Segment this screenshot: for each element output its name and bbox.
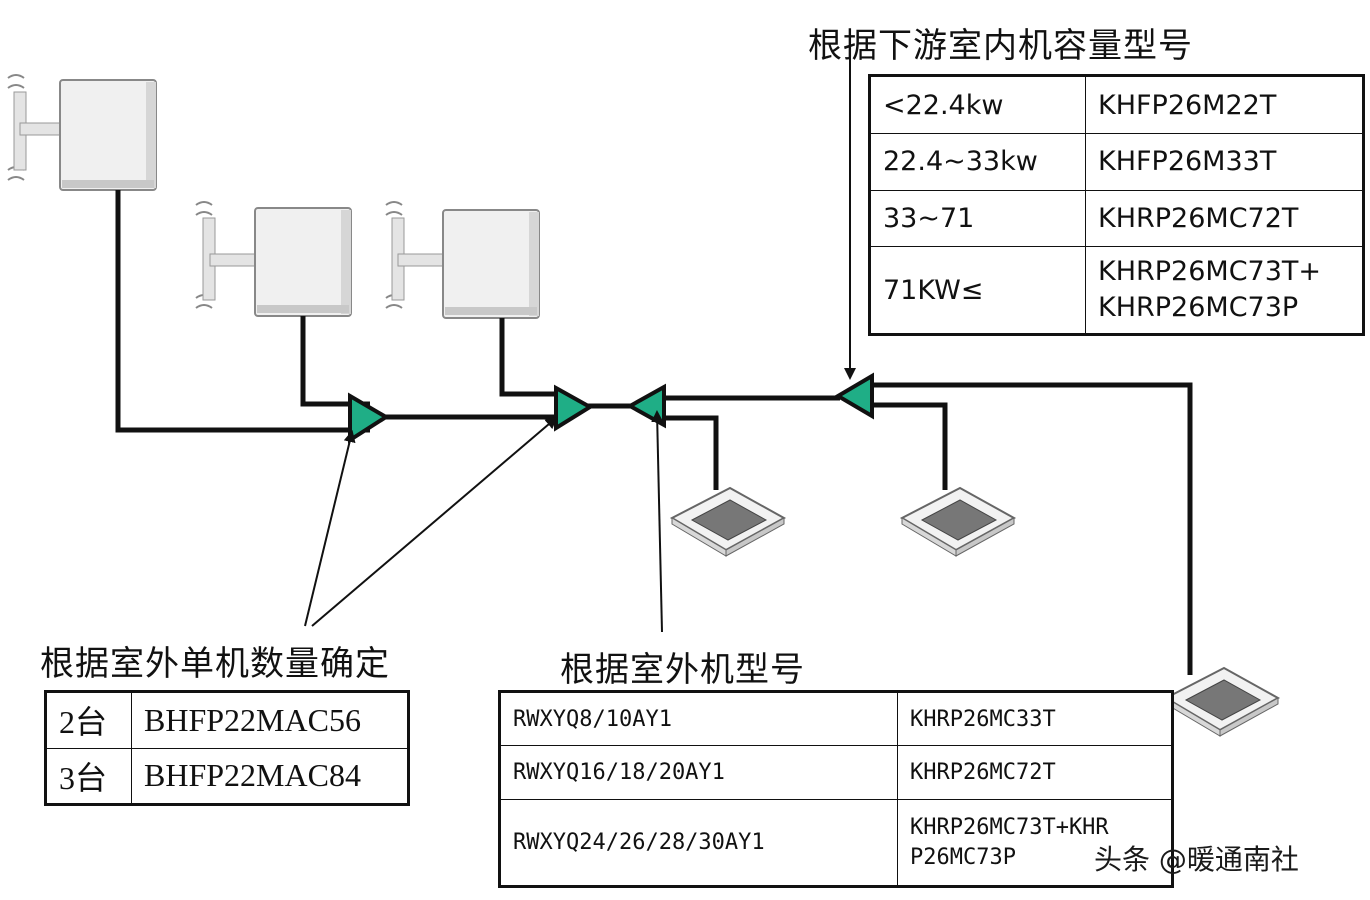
refnet-joint-icon	[834, 372, 874, 420]
capacity-cell: 71KW≤	[869, 246, 1086, 335]
capacity-cell: 22.4~33kw	[869, 133, 1086, 191]
callout-arrow	[304, 38, 856, 633]
outdoor-model-cell: RWXYQ24/26/28/30AY1	[499, 799, 898, 887]
table-row: 3台 BHFP22MAC84	[45, 747, 409, 805]
outdoor-model-table: RWXYQ8/10AY1 KHRP26MC33T RWXYQ16/18/20AY…	[498, 690, 1174, 888]
ceiling-cassette-icon	[1163, 666, 1281, 737]
table-row: 2台 BHFP22MAC56	[45, 691, 409, 749]
downstream-capacity-table: <22.4kw KHFP26M22T 22.4~33kw KHFP26M33T …	[868, 74, 1365, 336]
joint-model-cell: KHRP26MC33T	[897, 691, 1173, 746]
downstream-capacity-heading: 根据下游室内机容量型号	[808, 26, 1193, 66]
count-cell: 2台	[45, 691, 132, 749]
table-row: 33~71 KHRP26MC72T	[869, 189, 1364, 248]
count-cell: 3台	[45, 747, 132, 805]
outdoor-unit-icon	[7, 74, 157, 191]
ceiling-cassette-icon	[899, 486, 1017, 557]
model-cell: KHFP26M33T	[1085, 133, 1364, 191]
table-row: RWXYQ16/18/20AY1 KHRP26MC72T	[499, 745, 1173, 800]
refnet-joint-icon	[554, 384, 594, 432]
table-row: RWXYQ8/10AY1 KHRP26MC33T	[499, 691, 1173, 746]
ceiling-cassette-icon	[669, 486, 787, 557]
outdoor-unit-icon	[195, 201, 352, 317]
outdoor-model-heading: 根据室外机型号	[560, 650, 805, 690]
watermark: 头条 @暖通南社	[1094, 843, 1299, 876]
capacity-cell: 33~71	[869, 189, 1086, 248]
outdoor-unit-icon	[385, 201, 540, 319]
outdoor-model-cell: RWXYQ16/18/20AY1	[499, 745, 898, 800]
model-cell: KHRP26MC72T	[1085, 189, 1364, 248]
outdoor-model-cell: RWXYQ8/10AY1	[499, 691, 898, 746]
table-row: <22.4kw KHFP26M22T	[869, 74, 1364, 135]
model-cell: BHFP22MAC56	[131, 691, 409, 749]
refnet-joint-icon	[625, 383, 666, 429]
refrigerant-pipe	[115, 190, 1193, 675]
table-row: 71KW≤ KHRP26MC73T+ KHRP26MC73P	[869, 246, 1364, 335]
joint-model-cell: KHRP26MC73T+KHR P26MC73P	[897, 799, 1173, 887]
outdoor-count-heading: 根据室外单机数量确定	[40, 644, 390, 684]
model-cell: KHRP26MC73T+ KHRP26MC73P	[1085, 246, 1364, 335]
refnet-joint-icon	[348, 392, 390, 444]
outdoor-count-table: 2台 BHFP22MAC56 3台 BHFP22MAC84	[44, 690, 410, 806]
model-cell: KHFP26M22T	[1085, 74, 1364, 135]
table-row: 22.4~33kw KHFP26M33T	[869, 133, 1364, 191]
model-cell: BHFP22MAC84	[131, 747, 409, 805]
joint-model-cell: KHRP26MC72T	[897, 745, 1173, 800]
table-row: RWXYQ24/26/28/30AY1 KHRP26MC73T+KHR P26M…	[499, 799, 1173, 887]
capacity-cell: <22.4kw	[869, 74, 1086, 135]
